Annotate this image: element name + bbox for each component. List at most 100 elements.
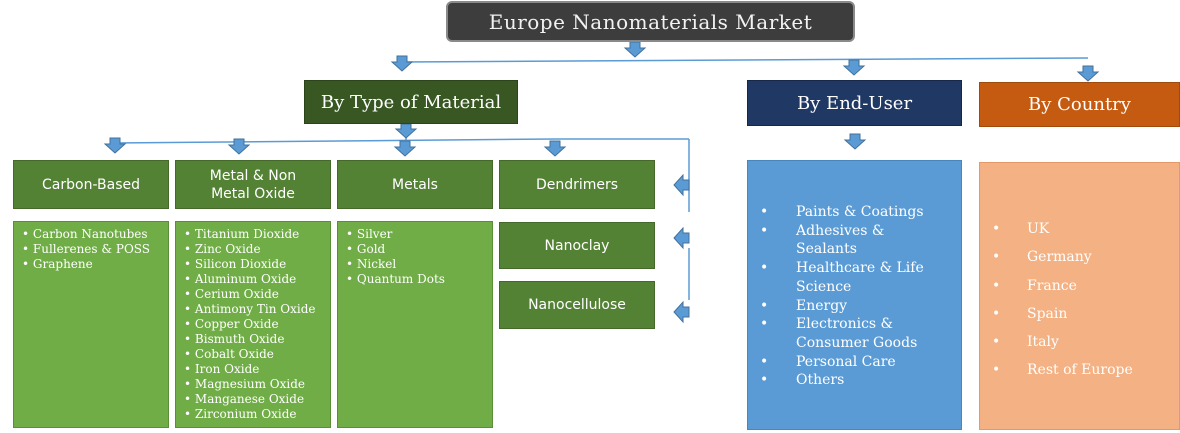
list-item-label: Antimony Tin Oxide: [194, 302, 316, 316]
bullet-icon: •: [346, 257, 354, 271]
page-title: Europe Nanomaterials Market: [446, 1, 855, 42]
country-header: By Country: [979, 82, 1180, 127]
arrow-down-icon: [390, 55, 414, 72]
arrow-down-icon: [394, 123, 418, 139]
list-item-label: Sealants: [796, 241, 857, 258]
list-item-label: Cobalt Oxide: [194, 347, 274, 361]
bullet-icon: •: [184, 392, 192, 406]
list-item-label: Others: [796, 372, 845, 389]
list-item: • Aluminum Oxide: [184, 272, 330, 287]
list-item: •Healthcare & Life: [760, 259, 961, 278]
list-item-label: Fullerenes & POSS: [32, 242, 151, 256]
arrow-down-icon: [1076, 65, 1100, 82]
bullet-icon: •: [22, 227, 30, 241]
arrow-down-icon: [623, 41, 647, 58]
list-item-label: Titanium Dioxide: [194, 227, 300, 241]
list-item-label: Zirconium Oxide: [194, 407, 297, 421]
list-item: • Adhesives &: [760, 222, 961, 241]
bullet-icon: •: [346, 242, 354, 256]
bullet-icon: •: [992, 362, 1001, 379]
bullet-icon: •: [760, 316, 769, 333]
list-item: • Germany: [992, 243, 1179, 271]
list-item: • Fullerenes & POSS: [22, 242, 168, 257]
list-item: • Cerium Oxide: [184, 287, 330, 302]
list-item: • Zinc Oxide: [184, 242, 330, 257]
list-item-label: Rest of Europe: [1027, 362, 1133, 379]
list-item-label: Adhesives &: [796, 222, 885, 239]
list-item: • Bismuth Oxide: [184, 332, 330, 347]
list-item-label: Electronics &: [796, 316, 894, 333]
list-item: •Spain: [992, 300, 1179, 328]
list-item: • Rest of Europe: [992, 356, 1179, 384]
bullet-icon: •: [760, 353, 769, 370]
bullet-icon: •: [184, 287, 192, 301]
list-item: • Paints & Coatings: [760, 203, 961, 222]
bullet-icon: •: [760, 204, 769, 220]
bullet-icon: •: [184, 332, 192, 346]
bullet-icon: •: [346, 227, 354, 241]
list-item: • Copper Oxide: [184, 317, 330, 332]
list-item-label: Copper Oxide: [194, 317, 279, 331]
bullet-icon: •: [184, 377, 192, 391]
bullet-icon: •: [184, 272, 192, 286]
list-item: • Personal Care: [760, 353, 961, 372]
list-item-label: France: [1027, 277, 1077, 294]
metal-oxide-header: Metal & Non Metal Oxide: [175, 160, 331, 209]
list-item: •Energy: [760, 297, 961, 316]
list-item-label: Graphene: [32, 257, 93, 271]
list-item-label: Silicon Dioxide: [194, 257, 287, 271]
list-item-label: Paints & Coatings: [796, 204, 924, 220]
arrow-down-icon: [393, 140, 417, 157]
list-item: • Gold: [346, 242, 492, 257]
list-item-label: Zinc Oxide: [194, 242, 261, 256]
list-item-label: Cerium Oxide: [194, 287, 279, 301]
list-item: • Silicon Dioxide: [184, 257, 330, 272]
list-item-label: Germany: [1027, 249, 1092, 266]
list-item: •Italy: [992, 328, 1179, 356]
end-user-list: • Paints & Coatings • Adhesives & Sealants…: [747, 160, 962, 430]
list-item: • Magnesium Oxide: [184, 377, 330, 392]
list-item: • Carbon Nanotubes: [22, 227, 168, 242]
bullet-icon: •: [22, 257, 30, 271]
arrow-left-icon: [673, 173, 690, 197]
bullet-icon: •: [992, 249, 1001, 266]
bullet-icon: •: [992, 305, 1001, 322]
list-item-continuation: Consumer Goods: [760, 334, 961, 353]
list-item-label: Magnesium Oxide: [194, 377, 306, 391]
list-item: • Electronics &: [760, 315, 961, 334]
list-item-label: Energy: [796, 297, 848, 314]
bullet-icon: •: [992, 277, 1001, 294]
list-item: • Titanium Dioxide: [184, 227, 330, 242]
bullet-icon: •: [22, 242, 30, 256]
bullet-icon: •: [346, 272, 354, 286]
list-item-label: Manganese Oxide: [194, 392, 305, 406]
bullet-icon: •: [760, 260, 769, 277]
list-item: • Iron Oxide: [184, 362, 330, 377]
list-item: • Zirconium Oxide: [184, 407, 330, 422]
bullet-icon: •: [184, 257, 192, 271]
arrow-left-icon: [673, 226, 690, 250]
carbon-based-header: Carbon-Based: [13, 160, 169, 209]
arrow-down-icon: [103, 137, 127, 154]
list-item-label: UK: [1027, 221, 1050, 237]
arrow-down-icon: [227, 138, 251, 155]
list-item: • UK: [992, 215, 1179, 243]
bullet-icon: •: [184, 242, 192, 256]
list-item: • Graphene: [22, 257, 168, 272]
list-item-continuation: Sealants: [760, 240, 961, 259]
bullet-icon: •: [184, 407, 192, 421]
list-item: • Quantum Dots: [346, 272, 492, 287]
list-item-label: Personal Care: [796, 353, 896, 370]
dendrimers-header: Dendrimers: [499, 160, 655, 209]
bullet-icon: •: [992, 221, 1001, 237]
list-item: • Cobalt Oxide: [184, 347, 330, 362]
metal-oxide-header-label: Metal & Non Metal Oxide: [209, 167, 297, 202]
carbon-based-list: • Carbon Nanotubes • Fullerenes & POSS •…: [13, 221, 169, 428]
bullet-icon: •: [760, 222, 769, 239]
arrow-down-icon: [842, 59, 866, 76]
list-item: • Nickel: [346, 257, 492, 272]
list-item-label: Italy: [1027, 334, 1059, 351]
list-item: • Antimony Tin Oxide: [184, 302, 330, 317]
metal-oxide-list: • Titanium Dioxide • Zinc Oxide • Silico…: [175, 221, 331, 428]
